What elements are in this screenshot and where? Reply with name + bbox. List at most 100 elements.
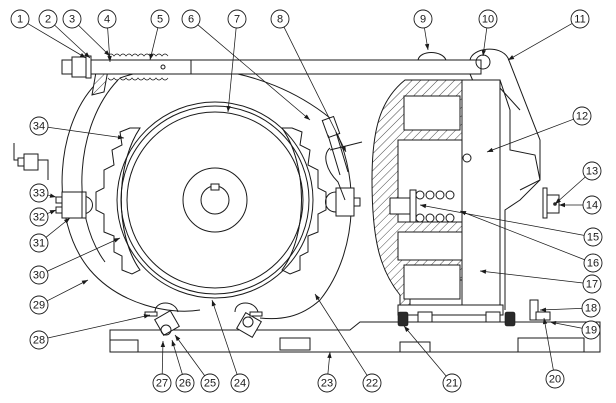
leader-line — [174, 334, 206, 376]
callout-brake-shoe: 31 — [29, 217, 71, 253]
hub — [182, 167, 248, 233]
callout-equalizer-spring: 28 — [29, 314, 151, 350]
right-pivot — [234, 302, 263, 338]
arrowhead-icon — [420, 203, 427, 209]
callout-release-spring: 16 — [459, 210, 603, 273]
callout-pivot-pin: 25 — [174, 334, 220, 393]
callout-shoe-clip: 33 — [29, 183, 57, 203]
callout-number: 2 — [45, 14, 51, 26]
leader-line — [47, 126, 125, 139]
leader-line — [314, 293, 368, 376]
arrowhead-icon — [79, 53, 86, 58]
callout-number: 20 — [549, 374, 561, 386]
arrowhead-icon — [117, 134, 124, 140]
callout-number: 29 — [33, 300, 45, 312]
coil-top — [403, 95, 461, 131]
callout-brake-shoe-left: 34 — [29, 116, 125, 140]
callout-number: 13 — [586, 166, 598, 178]
callout-circle — [62, 9, 82, 29]
callout-circle — [175, 373, 195, 393]
rod-guide — [417, 52, 447, 61]
leader-line — [283, 26, 347, 153]
callout-shim: 20 — [542, 317, 565, 389]
arrowhead-icon — [424, 43, 430, 50]
callout-right-brake-arm: 8 — [270, 9, 347, 153]
callout-circle — [413, 9, 433, 29]
leader-line — [543, 317, 554, 371]
keyway — [210, 183, 220, 191]
callout-pull-rod: 5 — [149, 9, 170, 61]
coil-bottom — [403, 264, 461, 300]
callout-circle — [29, 116, 49, 136]
callout-circle — [29, 265, 49, 285]
callout-circle — [200, 373, 220, 393]
callout-number: 31 — [33, 238, 45, 250]
callout-lever-pin: 10 — [478, 9, 498, 57]
arrowhead-icon — [304, 114, 310, 120]
pull-rod — [61, 53, 482, 81]
left-pivot — [144, 302, 180, 336]
arrowhead-icon — [559, 202, 565, 208]
leader-line — [507, 23, 573, 61]
callout-stop-bracket: 14 — [559, 195, 602, 215]
callout-lock-washer: 19 — [549, 320, 601, 340]
arrowhead-icon — [113, 238, 120, 243]
leader-line — [486, 118, 574, 153]
leader-line — [539, 307, 583, 311]
callout-number: 18 — [585, 303, 597, 315]
callout-adjusting-screw: 7 — [226, 9, 247, 113]
callout-number: 32 — [33, 212, 45, 224]
callout-number: 1 — [17, 14, 23, 26]
callout-number: 17 — [586, 279, 598, 291]
callout-brake-wheel: 24 — [211, 299, 250, 393]
arrowhead-icon — [404, 326, 410, 333]
cotter-pin — [160, 64, 166, 70]
arrowhead-icon — [63, 218, 70, 224]
callout-number: 12 — [576, 111, 588, 123]
arrowhead-icon — [171, 340, 176, 347]
washer — [85, 55, 92, 79]
callout-shoe-pin: 32 — [29, 207, 57, 227]
arrowhead-icon — [107, 55, 112, 62]
callout-number: 5 — [157, 14, 163, 26]
callout-number: 4 — [104, 14, 110, 26]
leader-line — [227, 27, 237, 113]
arrowhead-icon — [160, 341, 166, 348]
arrowhead-icon — [542, 318, 548, 325]
leader-line — [459, 210, 585, 261]
callout-right-shoe-arm: 22 — [314, 293, 382, 393]
callout-number: 6 — [188, 14, 194, 26]
left-brake-arm — [61, 69, 201, 312]
callout-armature-link: 12 — [486, 106, 592, 153]
callout-left-brake-arm: 29 — [29, 279, 89, 315]
shoe-clip — [13, 143, 49, 180]
callout-number: 8 — [277, 14, 283, 26]
leader-line — [54, 24, 91, 59]
callout-pivot-retainer: 27 — [152, 340, 172, 393]
callout-operating-lever: 11 — [507, 9, 590, 61]
callout-circle — [572, 106, 592, 126]
arrowhead-icon — [143, 314, 150, 319]
brake-wheel — [116, 101, 314, 299]
callout-lock-nut: 1 — [10, 9, 87, 59]
left-shoe-pin — [55, 191, 93, 219]
arrowhead-icon — [149, 53, 154, 60]
callout-torque-spring: 3 — [62, 9, 111, 57]
arrowhead-icon — [175, 335, 181, 342]
leader-line — [78, 25, 111, 57]
callout-circle — [582, 274, 602, 294]
callout-magnet-frame: 17 — [479, 269, 602, 294]
magnet-housing — [371, 79, 463, 311]
base — [109, 321, 601, 353]
callout-number: 11 — [574, 14, 585, 26]
arrowhead-icon — [550, 320, 557, 326]
callout-cotter-pin: 4 — [97, 9, 117, 63]
callout-number: 33 — [33, 188, 45, 200]
callout-circle — [29, 207, 49, 227]
leader-line — [47, 237, 121, 272]
callout-number: 28 — [33, 335, 45, 347]
callout-base: 23 — [317, 351, 337, 393]
arrowhead-icon — [540, 307, 547, 312]
callout-stop-screw: 13 — [554, 161, 602, 205]
